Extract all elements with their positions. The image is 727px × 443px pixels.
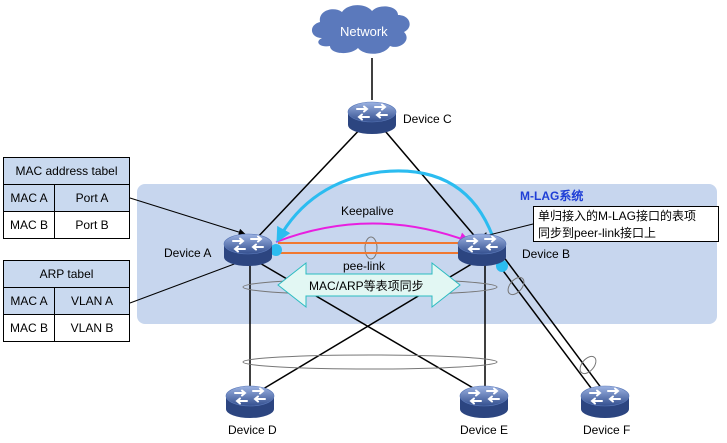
link-b-f-1 xyxy=(491,255,595,393)
peer-link-lines xyxy=(278,242,462,254)
device-d-label: Device D xyxy=(228,423,277,437)
sync-endpoint-a xyxy=(270,244,282,256)
arp-table-cell: MAC A xyxy=(3,287,55,315)
device-b-icon xyxy=(457,233,507,267)
device-e-label: Device E xyxy=(460,423,508,437)
callout-line-2: 同步到peer-link接口上 xyxy=(538,226,657,240)
aggregation-ring-peerlink xyxy=(364,236,378,260)
device-a-label: Device A xyxy=(164,246,211,260)
mac-table-arrow xyxy=(129,197,246,236)
device-c-icon xyxy=(347,101,397,135)
mac-table-cell: MAC A xyxy=(3,184,55,212)
link-c-b xyxy=(379,124,479,241)
mac-table-cell: Port B xyxy=(54,211,130,239)
sync-arc-arrow xyxy=(276,169,498,247)
mac-table-title: MAC address tabel xyxy=(3,157,130,185)
arp-table: ARP tabel MAC A VLAN A MAC B VLAN B xyxy=(3,260,130,342)
device-d-icon xyxy=(225,385,275,419)
device-e-icon xyxy=(459,385,509,419)
device-f-icon xyxy=(580,385,630,419)
device-c-label: Device C xyxy=(403,112,452,126)
link-c-a xyxy=(254,124,365,241)
link-b-f-2 xyxy=(499,251,603,390)
callout-line-1: 单归接入的M-LAG接口的表项 xyxy=(538,209,697,223)
mlag-system-label: M-LAG系统 xyxy=(520,188,583,203)
arp-table-cell: MAC B xyxy=(3,314,55,342)
arp-table-cell: VLAN A xyxy=(54,287,130,315)
mac-table-cell: Port A xyxy=(54,184,130,212)
device-a-icon xyxy=(223,233,273,267)
arp-table-arrow xyxy=(129,258,246,304)
network-label: Network xyxy=(340,24,388,39)
mac-table-cell: MAC B xyxy=(3,211,55,239)
sync-callout: 单归接入的M-LAG接口的表项 同步到peer-link接口上 xyxy=(533,206,719,242)
device-f-label: Device F xyxy=(583,423,630,437)
keepalive-arrow xyxy=(275,222,472,244)
sync-label: MAC/ARP等表项同步 xyxy=(309,279,424,293)
arp-table-title: ARP tabel xyxy=(3,260,130,288)
arp-table-cell: VLAN B xyxy=(54,314,130,342)
peer-link-label: pee-link xyxy=(343,259,386,273)
device-b-label: Device B xyxy=(522,247,570,261)
keepalive-label: Keepalive xyxy=(341,204,394,218)
aggregation-ring-b-f-upper xyxy=(507,276,525,296)
cloud-icon: Network xyxy=(311,5,410,54)
aggregation-ring-lower xyxy=(242,354,498,370)
sync-double-arrow xyxy=(277,261,461,309)
aggregation-ring-b-f-lower xyxy=(579,355,597,375)
mac-address-table: MAC address tabel MAC A Port A MAC B Por… xyxy=(3,157,130,239)
